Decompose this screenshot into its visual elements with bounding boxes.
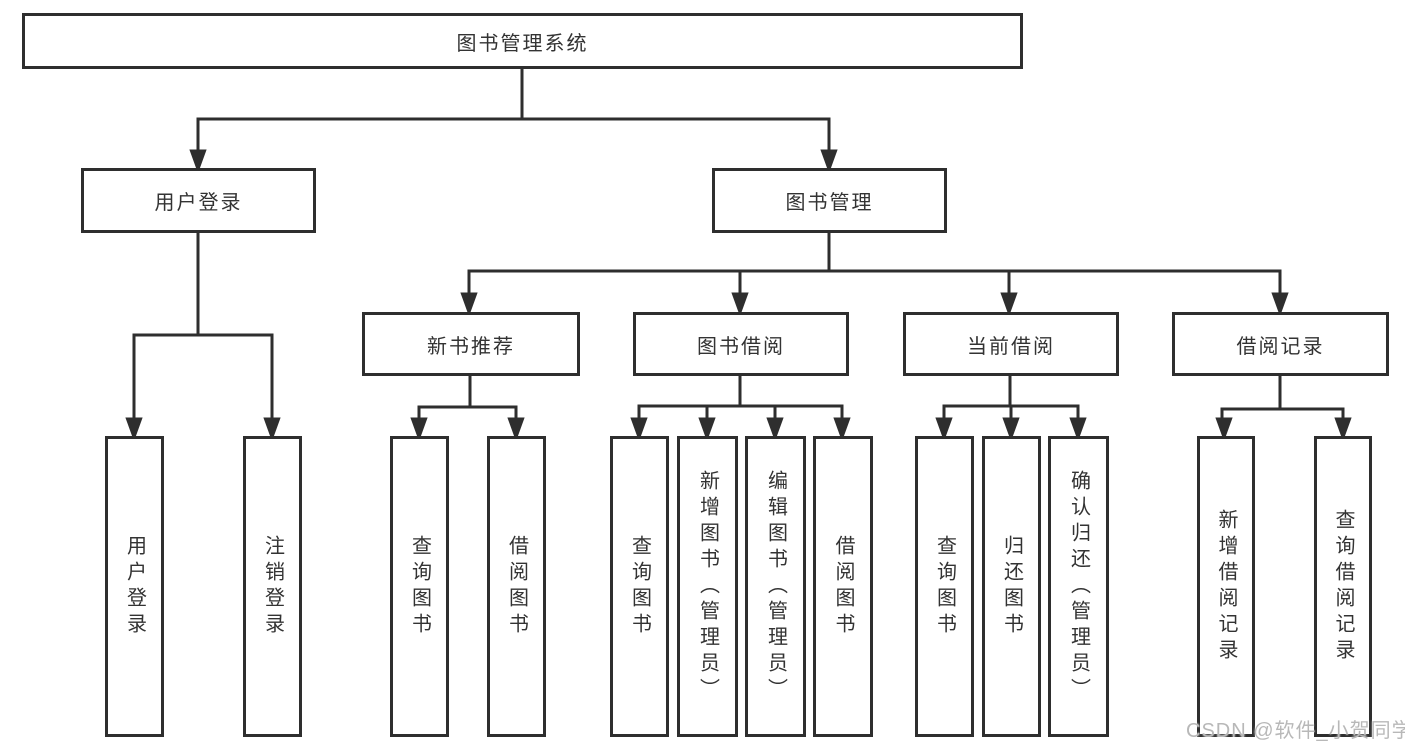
connector-borrow-children: [630, 373, 851, 442]
arrow-down-icon: [820, 149, 838, 174]
leaf-query-books-recommend: 查询图书: [390, 436, 449, 737]
node-borrow-records: 借阅记录: [1172, 312, 1389, 376]
arrow-down-icon: [833, 417, 851, 442]
leaf-query-books-current: 查询图书: [915, 436, 974, 737]
leaf-edit-books-admin-label: 编辑图书（管理员）: [764, 469, 787, 704]
arrow-down-icon: [263, 417, 281, 442]
arrow-down-icon: [1215, 417, 1233, 442]
arrow-down-icon: [410, 417, 428, 442]
arrow-down-icon: [1334, 417, 1352, 442]
leaf-borrow-books-label: 借阅图书: [832, 534, 854, 639]
csdn-watermark: CSDN @软件_小贺同学: [1186, 720, 1405, 742]
connector-user-login-children: [125, 229, 281, 442]
leaf-query-books-borrow: 查询图书: [610, 436, 669, 737]
node-borrow-records-label: 借阅记录: [1236, 335, 1325, 358]
node-book-management-label: 图书管理: [785, 192, 874, 214]
leaf-return-books-label: 归还图书: [1000, 534, 1023, 639]
node-user-login: 用户登录: [81, 168, 316, 233]
node-root: 图书管理系统: [22, 13, 1023, 69]
arrow-down-icon: [189, 149, 207, 174]
arrow-down-icon: [935, 417, 953, 442]
leaf-borrow-books: 借阅图书: [813, 436, 873, 737]
leaf-query-books-recommend-label: 查询图书: [408, 534, 431, 639]
arrow-down-icon: [1069, 417, 1087, 442]
node-root-label: 图书管理系统: [456, 32, 589, 55]
node-new-book-recommend: 新书推荐: [362, 312, 580, 376]
leaf-return-books: 归还图书: [982, 436, 1041, 737]
node-book-management: 图书管理: [712, 168, 947, 233]
leaf-query-borrow-record: 查询借阅记录: [1314, 436, 1372, 737]
connector-recommend-children: [410, 373, 525, 442]
connector-root-to-level2: [189, 66, 838, 174]
node-current-borrow-label: 当前借阅: [967, 335, 1055, 358]
leaf-add-books-admin-label: 新增图书（管理员）: [696, 469, 719, 704]
leaf-logout-label: 注销登录: [261, 534, 284, 639]
arrow-down-icon: [630, 417, 648, 442]
node-new-book-recommend-label: 新书推荐: [427, 335, 515, 358]
leaf-borrow-books-recommend-label: 借阅图书: [505, 534, 528, 639]
leaf-add-books-admin: 新增图书（管理员）: [677, 436, 738, 737]
leaf-query-books-current-label: 查询图书: [933, 534, 956, 639]
arrow-down-icon: [1000, 292, 1018, 317]
node-book-borrow-label: 图书借阅: [697, 335, 785, 358]
leaf-query-books-borrow-label: 查询图书: [628, 534, 651, 639]
connector-records-children: [1215, 373, 1352, 442]
leaf-borrow-books-recommend: 借阅图书: [487, 436, 546, 737]
node-book-borrow: 图书借阅: [633, 312, 849, 376]
arrow-down-icon: [731, 292, 749, 317]
connector-book-management-children: [460, 229, 1289, 317]
arrow-down-icon: [766, 417, 784, 442]
leaf-user-login: 用户登录: [105, 436, 164, 737]
arrow-down-icon: [507, 417, 525, 442]
leaf-query-borrow-record-label: 查询借阅记录: [1332, 508, 1354, 665]
arrow-down-icon: [125, 417, 143, 442]
connector-current-children: [935, 373, 1087, 442]
leaf-add-borrow-record-label: 新增借阅记录: [1215, 508, 1237, 665]
leaf-add-borrow-record: 新增借阅记录: [1197, 436, 1255, 737]
arrow-down-icon: [1271, 292, 1289, 317]
node-user-login-label: 用户登录: [154, 192, 243, 214]
leaf-edit-books-admin: 编辑图书（管理员）: [745, 436, 806, 737]
node-current-borrow: 当前借阅: [903, 312, 1119, 376]
leaf-confirm-return-admin: 确认归还（管理员）: [1048, 436, 1109, 737]
leaf-logout: 注销登录: [243, 436, 302, 737]
arrow-down-icon: [698, 417, 716, 442]
arrow-down-icon: [1002, 417, 1020, 442]
leaf-confirm-return-admin-label: 确认归还（管理员）: [1067, 469, 1090, 704]
arrow-down-icon: [460, 292, 478, 317]
leaf-user-login-label: 用户登录: [123, 534, 146, 639]
